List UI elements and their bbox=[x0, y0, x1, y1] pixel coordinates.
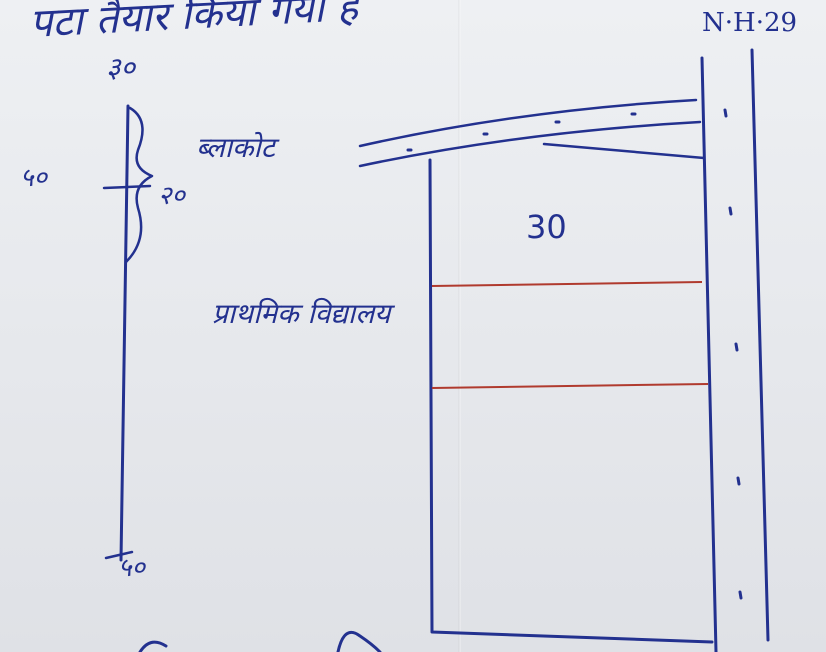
top-measure-label: ३० bbox=[106, 51, 136, 84]
road-markings bbox=[723, 108, 743, 600]
left-measure-line bbox=[119, 104, 130, 562]
highway-label: N·H·29 bbox=[702, 8, 798, 38]
left-measure-label: ५० bbox=[20, 163, 48, 193]
road-line-outer bbox=[750, 48, 770, 642]
left-measure-tick bbox=[102, 184, 152, 190]
culvert-wedge bbox=[542, 142, 706, 160]
plot-boundary bbox=[428, 158, 714, 644]
shed-label: ब्लाकोट bbox=[196, 131, 275, 164]
bottom-measure-tick bbox=[104, 550, 134, 560]
mid-measure-label: २० bbox=[158, 181, 186, 211]
plot-divider-2 bbox=[431, 383, 709, 389]
school-label: प्राथमिक विद्यालय bbox=[212, 297, 391, 330]
bottom-measure-label: ५० bbox=[118, 553, 146, 583]
paper-fold bbox=[458, 0, 461, 652]
culvert-line-top bbox=[358, 98, 698, 148]
plot-divider-1 bbox=[431, 281, 703, 287]
culvert-line-bottom bbox=[358, 120, 702, 168]
culvert-dots bbox=[406, 112, 637, 152]
measure-brace bbox=[124, 106, 154, 264]
bottom-cut-stroke-1 bbox=[138, 640, 168, 652]
plot-width-label: 30 bbox=[526, 208, 567, 246]
bottom-cut-stroke-2 bbox=[336, 631, 382, 652]
road-line-inner bbox=[700, 56, 718, 652]
